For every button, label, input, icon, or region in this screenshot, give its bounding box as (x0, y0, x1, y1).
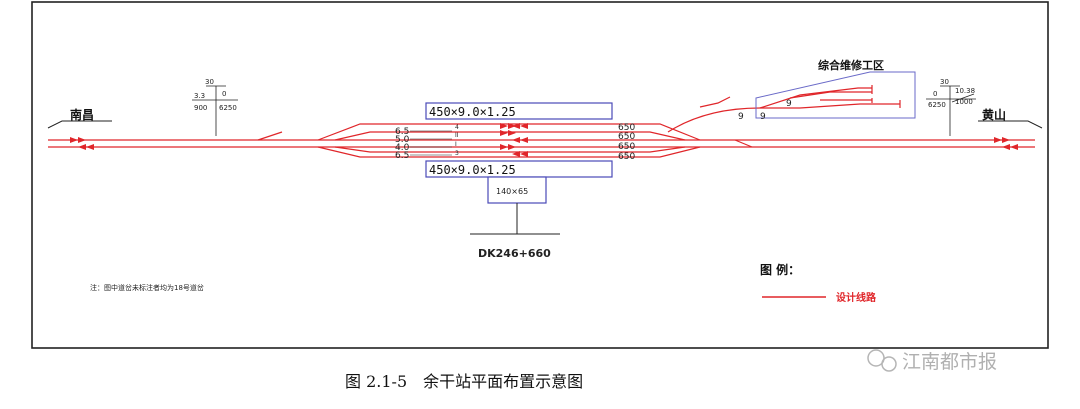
right-direction-label: 黄山 (982, 107, 1006, 122)
left-profile-right-length: 6250 (219, 104, 237, 112)
depot-branch (667, 107, 800, 133)
length-3: 650 (618, 142, 635, 152)
left-gradient-values: 30 3.3 900 0 6250 (194, 78, 237, 112)
left-direction-label: 南昌 (70, 107, 94, 122)
station-building-box (487, 176, 547, 204)
mileage-marker (470, 203, 560, 235)
upper-platform-box (425, 102, 613, 120)
left-profile-grade: 3.3 (194, 92, 205, 100)
spacing-1: 6.5 (395, 127, 409, 137)
drawing-frame (31, 1, 1049, 349)
spacing-4: 6.5 (395, 151, 409, 161)
crossover-right (734, 139, 753, 148)
depot-spur (699, 96, 731, 108)
length-2: 650 (618, 132, 635, 142)
right-profile-grade: 10.38 (955, 87, 975, 95)
right-gradient-profile (926, 85, 976, 136)
depot-lead-2 (789, 91, 872, 99)
length-1: 650 (618, 123, 635, 133)
legend-item-label: 设计线路 (836, 291, 877, 304)
crossover-left (257, 131, 283, 141)
depot-lead-1 (759, 87, 872, 109)
length-4: 650 (618, 152, 635, 162)
left-gradient-profile (192, 85, 238, 136)
watermark: 江南都市报 (867, 349, 997, 373)
watermark-text: 江南都市报 (902, 351, 997, 373)
right-profile-left-length: 6250 (928, 101, 946, 109)
legend-title: 图 例： (760, 262, 800, 277)
right-gradient-values: 30 0 6250 10.38 1000 (928, 78, 975, 109)
lower-platform-label: 450×9.0×1.25 (429, 163, 516, 177)
track-number-4: 4 (455, 124, 459, 131)
upper-platform-label: 450×9.0×1.25 (429, 105, 516, 119)
right-profile-top: 30 (940, 78, 949, 86)
left-profile-right-grade: 0 (222, 90, 226, 98)
switch-number-3: 9 (786, 99, 792, 109)
track-number-3: 3 (455, 150, 459, 157)
spacing-2: 5.0 (395, 135, 410, 145)
switch-numbers: 9 9 9 (738, 99, 792, 122)
depot-area-outline (755, 71, 916, 119)
left-profile-top: 30 (205, 78, 214, 86)
direction-arrows (70, 123, 1018, 157)
spacing-tick-lines (410, 130, 452, 156)
track-spacings: 6.5 5.0 4.0 6.5 (395, 127, 410, 161)
track-numbers: 4 II I 3 (455, 124, 459, 157)
mileage-label: DK246+660 (478, 247, 551, 260)
drawing-note: 注：图中道岔未标注者均为18号道岔 (90, 283, 204, 292)
left-profile-grade-length: 900 (194, 104, 207, 112)
track-number-i: I (455, 141, 457, 148)
wechat-icon (867, 349, 885, 367)
right-profile-grade-length: 1000 (955, 98, 973, 106)
switch-number-1: 9 (738, 112, 744, 122)
depot-lead-3 (799, 103, 900, 109)
loop-track-lower (334, 146, 686, 153)
depot-label: 综合维修工区 (818, 58, 884, 72)
switch-number-2: 9 (760, 112, 766, 122)
direction-pointers (47, 120, 1043, 129)
side-track-3 (317, 146, 701, 158)
main-tracks (48, 87, 1035, 158)
right-profile-left-grade: 0 (933, 90, 937, 98)
spacing-3: 4.0 (395, 143, 410, 153)
station-building-label: 140×65 (496, 187, 528, 196)
track-number-ii: II (455, 132, 459, 139)
track-lengths: 650 650 650 650 (618, 123, 635, 162)
figure-caption: 图 2.1-5 余干站平面布置示意图 (345, 372, 583, 391)
buffer-stops (871, 85, 901, 108)
